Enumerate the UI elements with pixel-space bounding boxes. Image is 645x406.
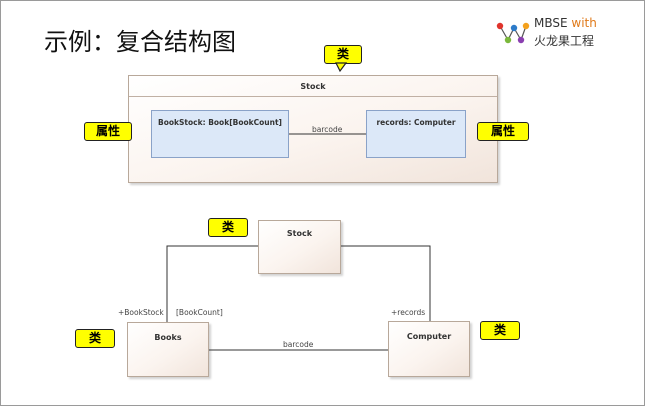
callout-class-computer: 类 <box>480 321 520 340</box>
callout-class-top: 类 <box>324 45 362 64</box>
class-stock-title: Stock <box>286 229 313 238</box>
part-records: records: Computer <box>366 110 466 158</box>
class-books: Books <box>127 322 209 377</box>
class-computer-title: Computer <box>406 332 452 341</box>
class-computer: Computer <box>388 321 470 377</box>
callout-attribute-right: 属性 <box>477 122 529 141</box>
assoc-records <box>341 245 431 321</box>
assoc-barcode-label: barcode <box>283 340 314 349</box>
assoc-bookstock <box>166 245 258 322</box>
callout-class-books: 类 <box>75 329 115 348</box>
logo: MBSE with 火龙果工程 <box>494 16 624 50</box>
callout-class-stock: 类 <box>208 218 248 237</box>
class-divider <box>129 96 497 97</box>
multiplicity-label: [BookCount] <box>176 308 223 317</box>
class-books-title: Books <box>154 333 182 342</box>
callout-attribute-left: 属性 <box>84 122 132 141</box>
role-bookstock-label: +BookStock <box>118 308 164 317</box>
role-records-label: +records <box>391 308 426 317</box>
connector-barcode-label: barcode <box>312 125 343 134</box>
part-records-label: records: Computer <box>376 118 456 127</box>
stock-class-title: Stock <box>300 82 326 91</box>
slide-title: 示例：复合结构图 <box>44 28 236 56</box>
part-bookstock: BookStock: Book[BookCount] <box>151 110 289 158</box>
part-bookstock-label: BookStock: Book[BookCount] <box>158 118 282 127</box>
logo-icon <box>496 22 530 44</box>
class-stock: Stock <box>258 220 341 274</box>
logo-subtext: 火龙果工程 <box>534 34 595 48</box>
logo-text: MBSE with <box>534 16 597 30</box>
